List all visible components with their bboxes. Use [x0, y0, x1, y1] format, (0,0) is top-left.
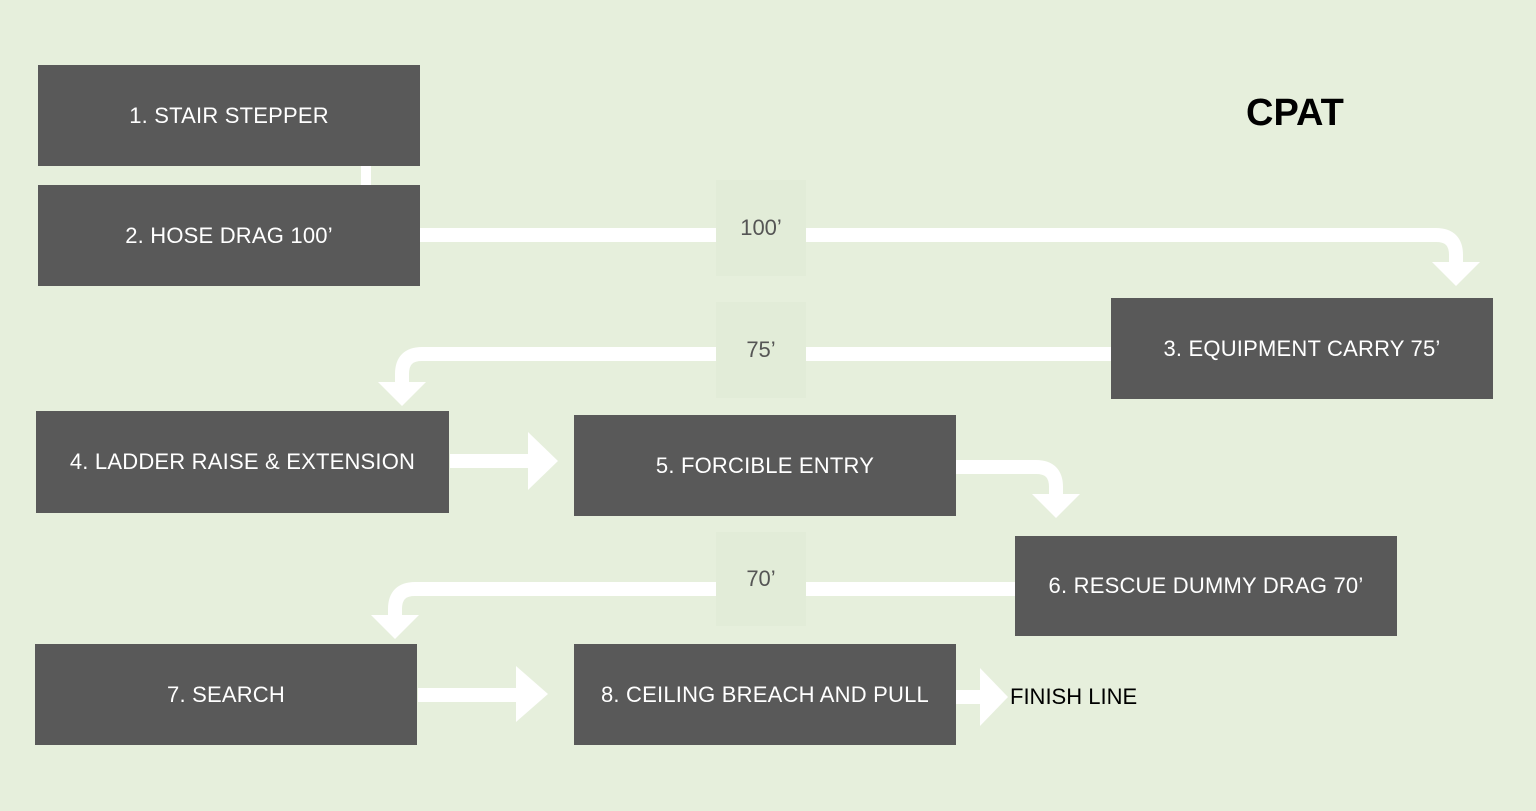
station-8-ceiling-breach: 8. CEILING BREACH AND PULL: [574, 644, 956, 745]
station-3-equipment-carry: 3. EQUIPMENT CARRY 75’: [1111, 298, 1493, 399]
distance-label-70ft: 70’: [716, 532, 806, 626]
distance-label-75ft: 75’: [716, 302, 806, 398]
distance-label-100ft: 100’: [716, 180, 806, 276]
station-1-stair-stepper: 1. STAIR STEPPER: [38, 65, 420, 166]
arrow-2-to-3: [420, 228, 1480, 286]
finish-line-label: FINISH LINE: [1010, 684, 1138, 709]
station-6-rescue-dummy-drag: 6. RESCUE DUMMY DRAG 70’: [1015, 536, 1397, 636]
arrow-3-to-4: [378, 347, 1111, 406]
arrow-6-to-7: [371, 582, 1015, 639]
arrow-4-to-5: [450, 432, 558, 490]
station-7-search: 7. SEARCH: [35, 644, 417, 745]
arrow-8-to-finish: [956, 668, 1008, 726]
diagram-title: CPAT: [1246, 92, 1344, 134]
station-5-forcible-entry: 5. FORCIBLE ENTRY: [574, 415, 956, 516]
arrow-5-to-6: [956, 460, 1080, 518]
arrow-7-to-8: [418, 666, 548, 722]
station-4-ladder-raise: 4. LADDER RAISE & EXTENSION: [36, 411, 449, 513]
station-2-hose-drag: 2. HOSE DRAG 100’: [38, 185, 420, 286]
